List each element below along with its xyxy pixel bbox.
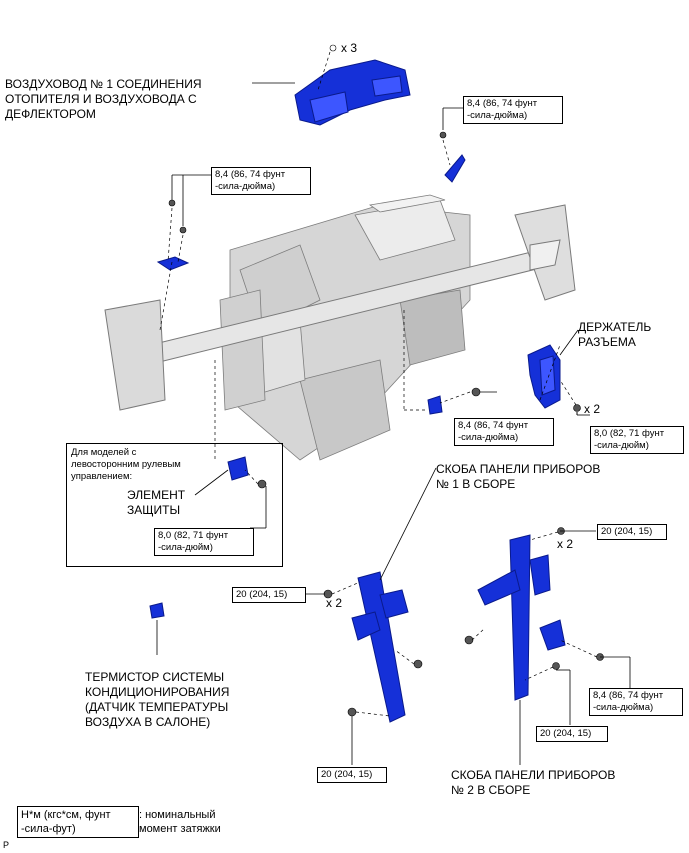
label-connector-holder: ДЕРЖАТЕЛЬ РАЗЪЕМА (578, 320, 651, 350)
torque-top-right: 8,4 (86, 74 фунт -сила-дюйма) (463, 96, 563, 124)
leader-lines (156, 82, 631, 765)
lhd-models-frame (66, 443, 283, 567)
label-line: ДЕФЛЕКТОРОМ (5, 107, 96, 121)
multiplier-x2-bracket1: x 2 (326, 596, 343, 610)
torque-line: 8,4 (86, 74 фунт (215, 169, 286, 180)
torque-line: 8,0 (82, 71 фунт (158, 530, 229, 541)
label-line: (ДАТЧИК ТЕМПЕРАТУРЫ (85, 700, 229, 714)
label-duct-no1: ВОЗДУХОВОД № 1 СОЕДИНЕНИЯ ОТОПИТЕЛЯ И ВО… (5, 77, 201, 122)
legend-line: : номинальный (139, 809, 216, 821)
protection-element-part (227, 456, 249, 481)
label-line: РАЗЪЕМА (578, 335, 636, 349)
torque-protection: 8,0 (82, 71 фунт -сила-дюйм) (154, 528, 254, 556)
torque-line: 8,4 (86, 74 фунт (458, 420, 529, 431)
label-line: № 2 В СБОРЕ (451, 783, 531, 797)
lhd-note: Для моделей с левосторонним рулевым упра… (71, 447, 181, 483)
label-line: СКОБА ПАНЕЛИ ПРИБОРОВ (451, 768, 616, 782)
thermistor-part (149, 602, 165, 619)
steering-support-beam (104, 204, 576, 411)
label-line: ОТОПИТЕЛЯ И ВОЗДУХОВОДА С (5, 92, 197, 106)
torque-line: 8,4 (86, 74 фунт (593, 690, 664, 701)
label-line: ВОЗДУХОВОД № 1 СОЕДИНЕНИЯ (5, 77, 202, 91)
connector-holder-part (527, 344, 561, 409)
small-bracket-top-part (444, 154, 466, 183)
small-bracket-left-part (156, 256, 190, 271)
torque-bracket2-right: 8,4 (86, 74 фунт -сила-дюйма) (589, 688, 683, 716)
label-line: ЭЛЕМЕНТ (127, 488, 186, 502)
multiplier-x2-holder: x 2 (584, 402, 601, 416)
torque-bracket2-low: 20 (204, 15) (536, 726, 608, 742)
hvac-assembly (219, 194, 471, 461)
dashed-guide-lines (159, 51, 598, 717)
label-line: № 1 В СБОРЕ (436, 477, 516, 491)
torque-line: -сила-дюйма) (593, 702, 654, 713)
legend-description: : номинальный момент затяжки (139, 808, 221, 836)
legend-units-box: Н*м (кгс*см, фунт -сила-фут) (17, 806, 139, 838)
torque-line: 8,0 (82, 71 фунт (594, 428, 665, 439)
label-protection-element: ЭЛЕМЕНТ ЗАЩИТЫ (127, 488, 185, 518)
torque-line: -сила-дюйма) (458, 432, 519, 443)
torque-holder: 8,0 (82, 71 фунт -сила-дюйм) (590, 426, 684, 454)
torque-bracket1-top: 20 (204, 15) (232, 587, 306, 603)
torque-bracket2-top: 20 (204, 15) (597, 524, 667, 540)
label-line: СКОБА ПАНЕЛИ ПРИБОРОВ (436, 462, 601, 476)
torque-mid: 8,4 (86, 74 фунт -сила-дюйма) (454, 418, 554, 446)
label-line: ВОЗДУХА В САЛОНЕ) (85, 715, 211, 729)
legend-line: -сила-фут) (21, 823, 76, 835)
torque-line: -сила-дюйма) (467, 110, 528, 121)
torque-top-left: 8,4 (86, 74 фунт -сила-дюйма) (211, 167, 311, 195)
note-line: Для моделей с (71, 447, 137, 458)
legend-line: Н*м (кгс*см, фунт (21, 809, 111, 821)
fasteners (168, 44, 604, 717)
duct-no1-part (294, 59, 411, 126)
bracket-no1-part (351, 571, 409, 723)
page-mark: P (3, 840, 10, 850)
multiplier-x2-bracket2: x 2 (557, 537, 574, 551)
label-line: ЗАЩИТЫ (127, 503, 181, 517)
label-line: ДЕРЖАТЕЛЬ (578, 320, 652, 334)
label-thermistor: ТЕРМИСТОР СИСТЕМЫ КОНДИЦИОНИРОВАНИЯ (ДАТ… (85, 670, 229, 730)
torque-line: -сила-дюйма) (215, 181, 276, 192)
label-line: КОНДИЦИОНИРОВАНИЯ (85, 685, 230, 699)
note-line: левосторонним рулевым (71, 459, 181, 470)
bracket-no2-part (477, 534, 566, 701)
legend-line: момент затяжки (139, 823, 221, 835)
note-line: управлением: (71, 471, 133, 482)
label-bracket-no1: СКОБА ПАНЕЛИ ПРИБОРОВ № 1 В СБОРЕ (436, 462, 600, 492)
torque-bracket1-low: 20 (204, 15) (317, 767, 387, 783)
small-clip-mid-part (427, 395, 443, 415)
label-line: ТЕРМИСТОР СИСТЕМЫ (85, 670, 225, 684)
multiplier-x3: x 3 (341, 41, 358, 55)
torque-line: -сила-дюйм) (158, 542, 213, 553)
torque-line: 8,4 (86, 74 фунт (467, 98, 538, 109)
torque-line: -сила-дюйм) (594, 440, 649, 451)
label-bracket-no2: СКОБА ПАНЕЛИ ПРИБОРОВ № 2 В СБОРЕ (451, 768, 615, 798)
